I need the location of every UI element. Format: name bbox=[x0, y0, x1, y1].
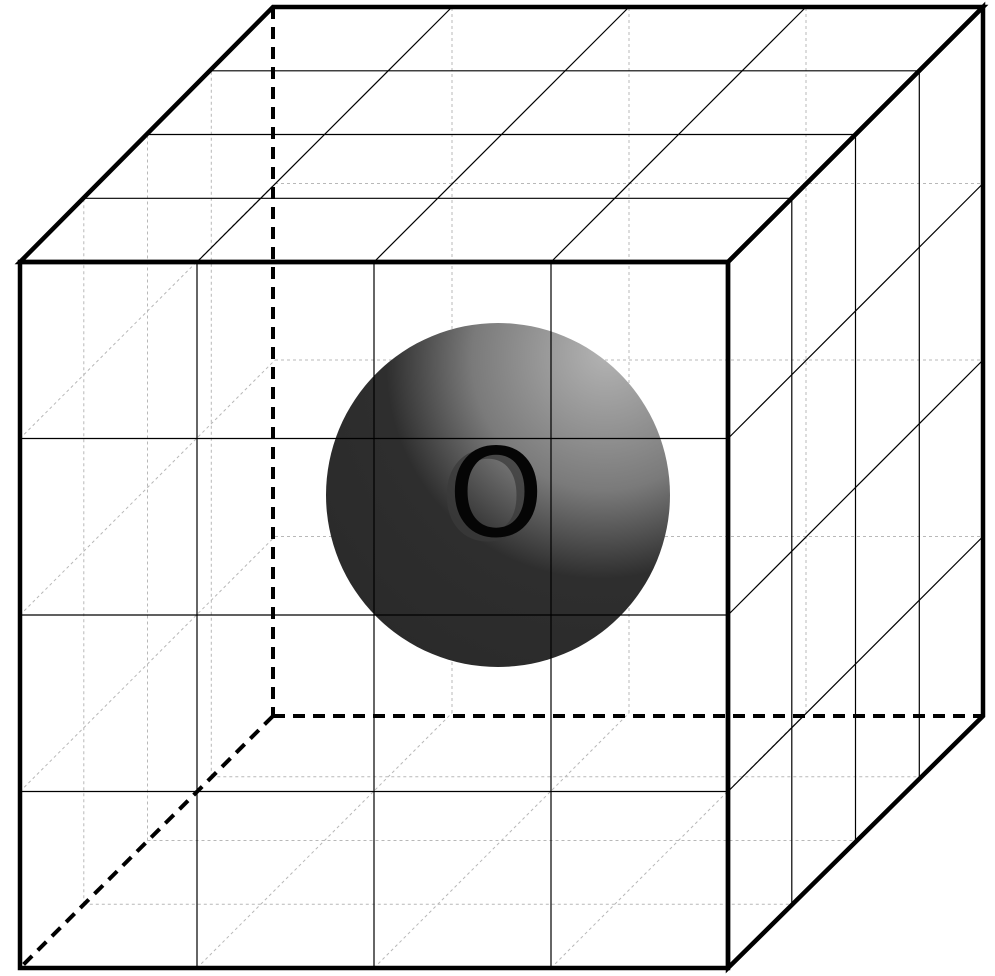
visible-cube-edges bbox=[14, 1, 989, 974]
right-grid-line bbox=[727, 359, 984, 616]
sphere-body bbox=[326, 323, 670, 667]
right-face-outline bbox=[725, 1, 986, 974]
hidden-edge-depth bbox=[18, 714, 275, 970]
top-grid-line bbox=[550, 6, 807, 263]
visible-grid-lines bbox=[20, 6, 984, 968]
sphere-label: O bbox=[448, 423, 544, 565]
right-grid-line bbox=[727, 183, 984, 439]
left-grid-line bbox=[19, 359, 276, 616]
sphere-label-shadow: O bbox=[440, 427, 536, 569]
hidden-cube-edges bbox=[18, 7, 983, 970]
sphere: O O bbox=[326, 323, 670, 667]
